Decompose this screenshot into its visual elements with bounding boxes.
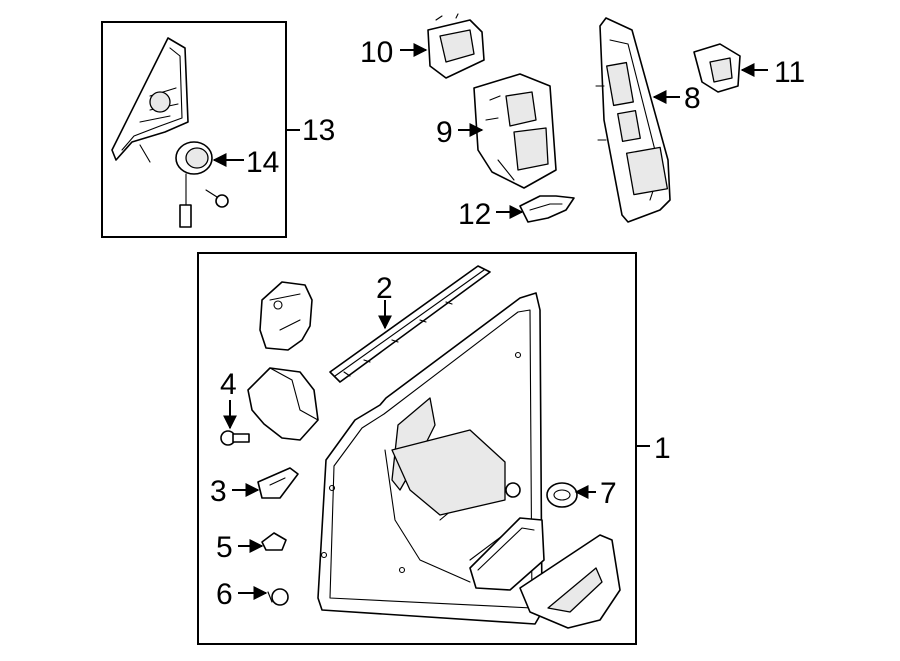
- callout-7: 7: [600, 477, 617, 510]
- retainer-4: [220, 430, 250, 446]
- pull-handle-bezel: [519, 534, 621, 629]
- mirror-switch-10: [427, 13, 485, 79]
- cap-7: [546, 482, 578, 508]
- bracket-12: [519, 195, 575, 223]
- callout-8: 8: [684, 82, 701, 115]
- clip-5: [261, 532, 287, 551]
- tweeter-speaker: [175, 141, 213, 228]
- callout-2: 2: [376, 272, 393, 305]
- screw-14: [205, 189, 229, 208]
- callout-12: 12: [458, 198, 491, 231]
- clip-3: [257, 467, 299, 499]
- door-pocket: [469, 517, 545, 591]
- switch-bezel-8: [595, 17, 671, 223]
- callout-11: 11: [774, 56, 805, 89]
- callout-10: 10: [360, 36, 393, 69]
- window-weatherstrip: [329, 265, 491, 383]
- callout-13: 13: [302, 114, 335, 147]
- inset-box-1: [197, 252, 637, 645]
- callout-14: 14: [246, 146, 279, 179]
- callout-9: 9: [436, 116, 453, 149]
- mirror-trim-panel: [111, 37, 189, 163]
- door-trim-panel: [317, 292, 543, 625]
- switch-11: [693, 43, 741, 93]
- armrest-bracket-upper: [259, 281, 313, 351]
- callout-6: 6: [216, 578, 233, 611]
- callout-1: 1: [654, 432, 671, 465]
- pin-6: [267, 588, 289, 606]
- window-switch-9: [473, 73, 557, 189]
- callout-3: 3: [210, 475, 227, 508]
- callout-4: 4: [220, 368, 237, 401]
- callout-5: 5: [216, 531, 233, 564]
- armrest-bracket-lower: [247, 367, 319, 441]
